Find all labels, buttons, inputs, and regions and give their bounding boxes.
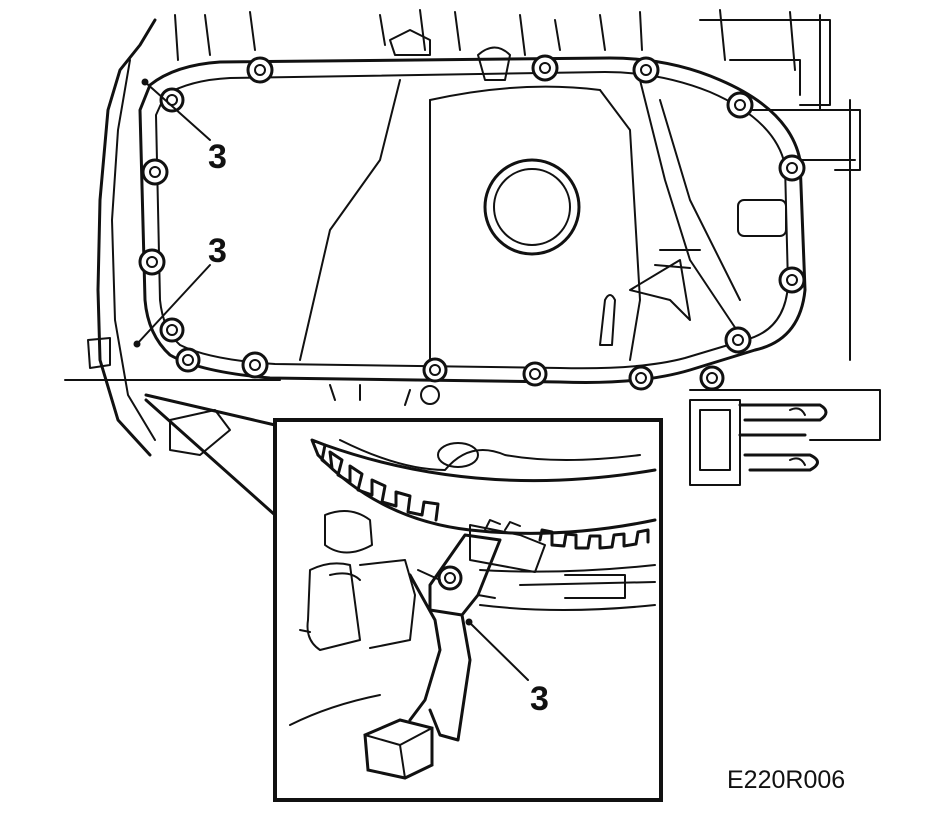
sensor-connector (363, 718, 434, 780)
callout-2: 3 (208, 232, 227, 270)
detail-projection-lines (144, 393, 277, 517)
engine-block-view (64, 9, 881, 486)
callout-3: 3 (530, 680, 549, 718)
detail-inset (273, 418, 663, 802)
callout-leaders (133, 78, 529, 681)
figure-code: E220R006 (727, 766, 845, 794)
callout-1: 3 (208, 138, 227, 176)
pan-bolts (138, 54, 806, 391)
ring-gear-teeth (310, 438, 650, 550)
